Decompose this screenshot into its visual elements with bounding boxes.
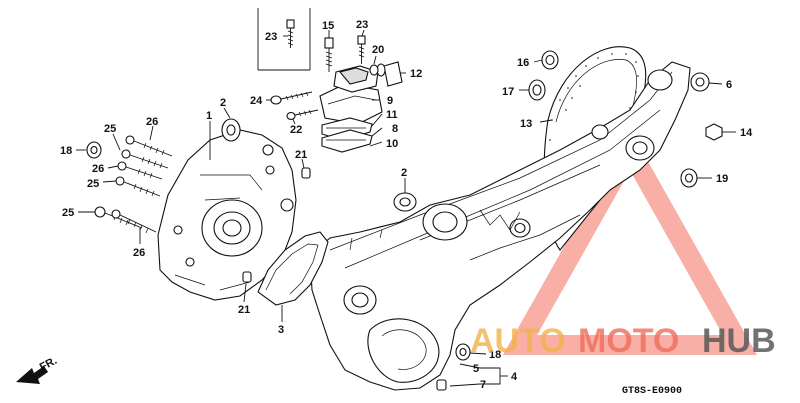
bolt-23-top-left: [286, 19, 295, 48]
callout-21-a: 21: [295, 149, 307, 161]
callout-12: 12: [410, 68, 422, 80]
seal-18-right: [455, 343, 471, 361]
bearing-6: [690, 72, 710, 92]
leader-lines: [76, 8, 736, 387]
callout-19: 19: [716, 173, 728, 185]
crankcase-left: [157, 129, 297, 301]
bolt-25-b: [115, 176, 161, 197]
callout-1: 1: [206, 110, 212, 122]
watermark-logo: AUTO MOTO HUB: [470, 322, 776, 360]
bearing-2-mid: [393, 192, 417, 212]
callout-3: 3: [278, 324, 284, 336]
callout-21-b: 21: [238, 304, 250, 316]
front-marker-label: FR.: [38, 355, 59, 374]
bolt-25-a: [121, 149, 169, 169]
gasket-3: [257, 231, 329, 306]
seal-17: [528, 79, 546, 101]
crankcase-right: [309, 61, 691, 391]
callout-7: 7: [480, 379, 486, 391]
bolt-26-a: [125, 135, 173, 157]
callout-18-b: 18: [489, 349, 501, 361]
callout-23-a: 23: [265, 31, 277, 43]
bolt-24: [270, 91, 313, 105]
dowel-21-top: [301, 167, 311, 179]
dowel-7: [436, 379, 447, 391]
dowel-21-bottom: [242, 271, 252, 283]
callout-6: 6: [726, 79, 732, 91]
bearing-2-top: [221, 118, 241, 142]
callout-25-c: 25: [62, 207, 74, 219]
watermark-auto: AUTO: [470, 322, 566, 360]
diagram-code: GT8S-E0900: [622, 386, 682, 397]
bolt-23-top-right: [357, 35, 366, 64]
bolt-26-c: [111, 209, 157, 234]
callout-24: 24: [250, 95, 263, 107]
nut-14: [705, 123, 723, 141]
callout-25-a: 25: [104, 123, 116, 135]
callout-4: 4: [511, 371, 518, 383]
callout-26-b: 26: [92, 163, 104, 175]
callout-20: 20: [372, 44, 384, 56]
seal-18-left: [86, 141, 102, 159]
watermark-moto: MOTO: [578, 322, 679, 360]
callout-26-c: 26: [133, 247, 145, 259]
callout-2-a: 2: [220, 97, 226, 109]
seal-19: [680, 168, 698, 188]
callout-22: 22: [290, 124, 302, 136]
bolt-26-b: [117, 161, 163, 180]
callout-13: 13: [520, 118, 532, 130]
reed-valve-assembly: [319, 61, 403, 153]
bolt-22: [286, 109, 319, 121]
seal-16: [541, 50, 559, 70]
callout-9: 9: [387, 95, 393, 107]
callout-25-b: 25: [87, 178, 99, 190]
bolt-25-c: [94, 206, 143, 229]
watermark-triangle: [502, 129, 758, 355]
bolts: [94, 19, 366, 234]
watermark-hub: HUB: [702, 322, 776, 360]
callout-10: 10: [386, 138, 398, 150]
callout-23-b: 23: [356, 19, 368, 31]
callout-18-a: 18: [60, 145, 72, 157]
callout-17: 17: [502, 86, 514, 98]
callout-8: 8: [392, 123, 398, 135]
callout-labels: 23 15 23 20 12 24 9 22 11 8 10 2 1 26 25…: [60, 19, 753, 391]
bearings-and-seals: [86, 50, 723, 391]
callout-26-a: 26: [146, 116, 158, 128]
callout-16: 16: [517, 57, 529, 69]
front-arrow-icon: [16, 366, 48, 384]
callout-2-b: 2: [401, 167, 407, 179]
callout-14: 14: [740, 127, 753, 139]
callout-5: 5: [473, 363, 479, 375]
bolt-15: [324, 37, 334, 72]
callout-15: 15: [322, 20, 334, 32]
callout-11: 11: [386, 109, 398, 121]
washer-20: [369, 64, 379, 76]
